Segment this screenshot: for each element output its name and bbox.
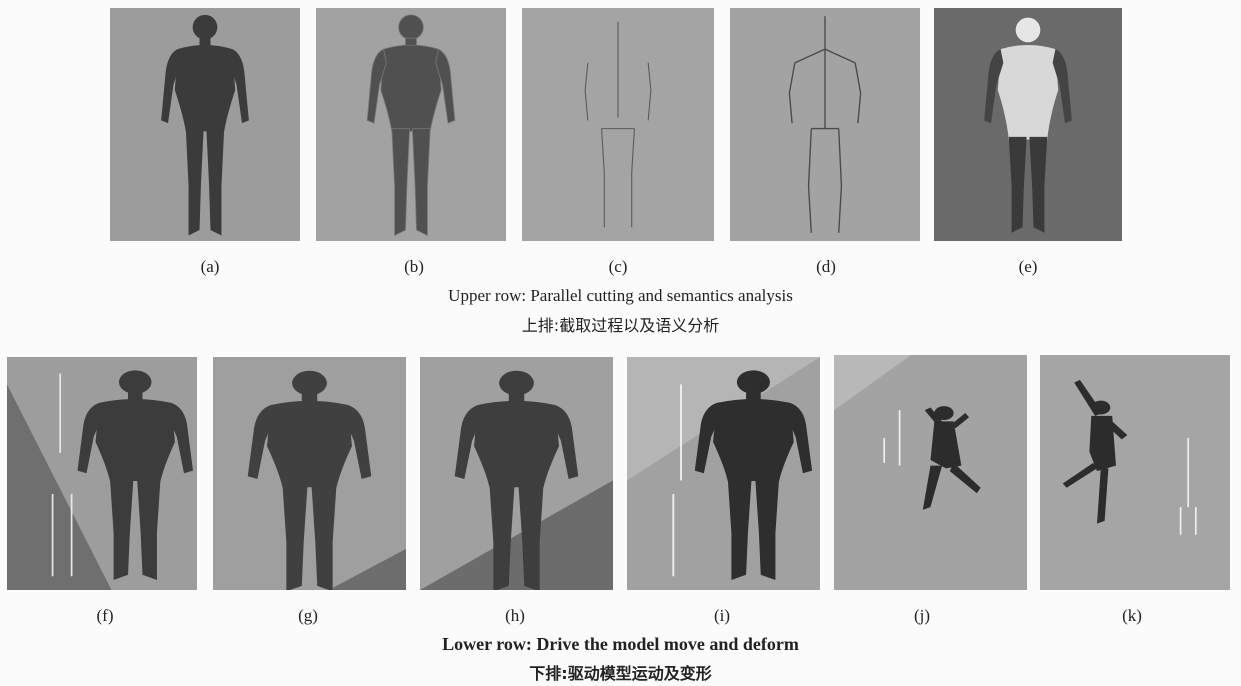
panel-g-image xyxy=(213,357,406,590)
panel-a-label: (a) xyxy=(190,257,230,277)
panel-i-label: (i) xyxy=(702,606,742,626)
panel-b-label: (b) xyxy=(394,257,434,277)
lower-row-caption-en: Lower row: Drive the model move and defo… xyxy=(0,634,1241,655)
panel-f-label: (f) xyxy=(85,606,125,626)
panel-j-label: (j) xyxy=(902,606,942,626)
upper-row-caption-zh: 上排:截取过程以及语义分析 xyxy=(0,312,1241,336)
panel-b-image xyxy=(316,8,506,241)
panel-e-image xyxy=(934,8,1122,241)
panel-h-label: (h) xyxy=(495,606,535,626)
panel-j-image xyxy=(834,355,1027,590)
panel-e-label: (e) xyxy=(1008,257,1048,277)
panel-d-label: (d) xyxy=(806,257,846,277)
panel-i-image xyxy=(627,357,820,590)
panel-a-image xyxy=(110,8,300,241)
panel-d-image xyxy=(730,8,920,241)
panel-c-image xyxy=(522,8,714,241)
lower-row-caption-zh: 下排:驱动模型运动及变形 xyxy=(0,660,1241,684)
panel-k-image xyxy=(1040,355,1230,590)
panel-c-label: (c) xyxy=(598,257,638,277)
panel-g-label: (g) xyxy=(288,606,328,626)
panel-k-label: (k) xyxy=(1112,606,1152,626)
upper-row-caption-en: Upper row: Parallel cutting and semantic… xyxy=(0,286,1241,306)
panel-h-image xyxy=(420,357,613,590)
panel-f-image xyxy=(7,357,197,590)
